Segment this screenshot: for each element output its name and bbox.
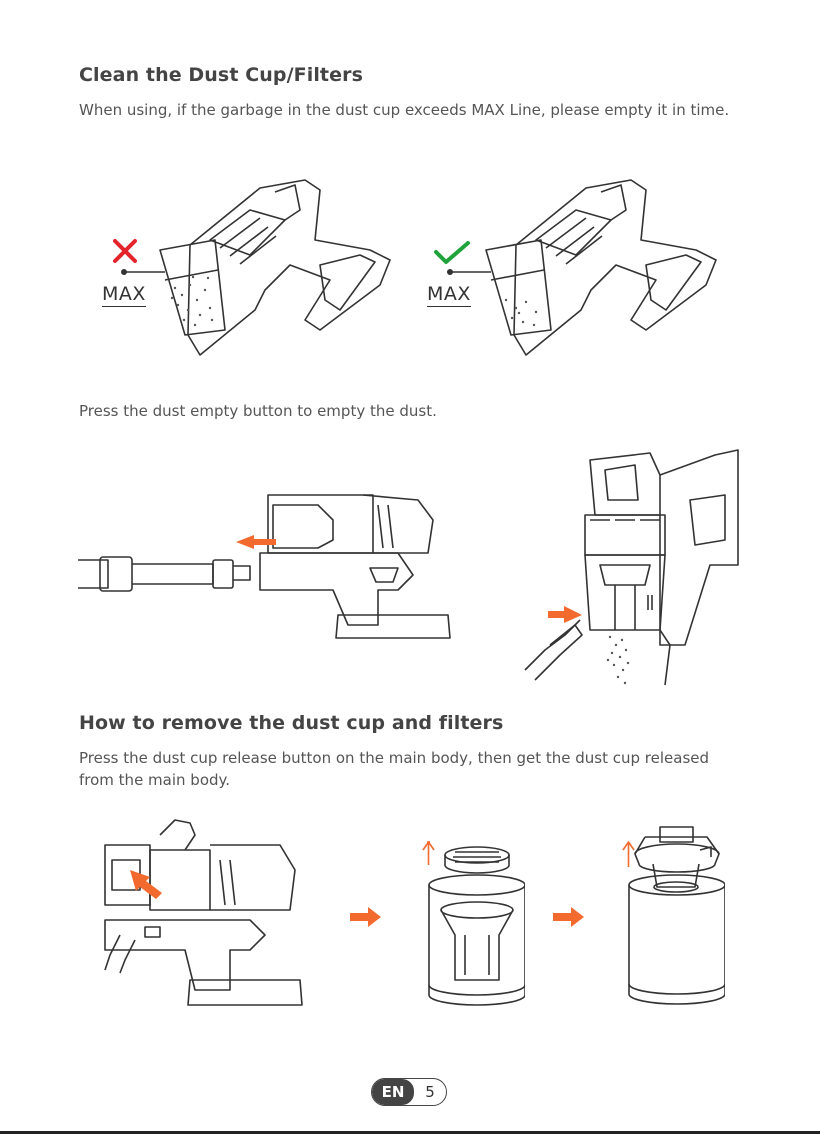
illustration-dust-cup-cyclone-removed <box>615 822 725 1017</box>
bottom-border <box>0 1131 820 1134</box>
illustration-vacuum-side-view <box>78 480 458 645</box>
max-label-right: MAX <box>427 283 471 307</box>
language-badge: EN <box>372 1079 414 1105</box>
page-number: 5 <box>425 1083 435 1101</box>
illustration-correct-dust-cup <box>426 170 726 365</box>
step-arrow-1-icon <box>350 906 382 932</box>
step-arrow-2-icon <box>553 906 585 932</box>
instruction-text-release-button: Press the dust cup release button on the… <box>79 749 710 789</box>
illustration-overfilled-dust-cup <box>100 170 400 365</box>
page-indicator: EN 5 <box>371 1078 447 1106</box>
illustration-dust-cup-release <box>100 815 310 1015</box>
max-label-wrong: MAX <box>102 283 146 307</box>
wrong-cross-icon <box>112 238 138 268</box>
section-title-remove-dust-cup: How to remove the dust cup and filters <box>79 712 504 734</box>
instruction-text-dust-empty: Press the dust empty button to empty the… <box>79 402 437 420</box>
section-title-clean-dust-cup: Clean the Dust Cup/Filters <box>79 64 363 86</box>
instruction-text-max-line: When using, if the garbage in the dust c… <box>79 101 730 119</box>
illustration-dust-emptying <box>520 445 745 690</box>
illustration-dust-cup-filter-removed <box>415 840 525 1015</box>
correct-check-icon <box>432 240 472 270</box>
